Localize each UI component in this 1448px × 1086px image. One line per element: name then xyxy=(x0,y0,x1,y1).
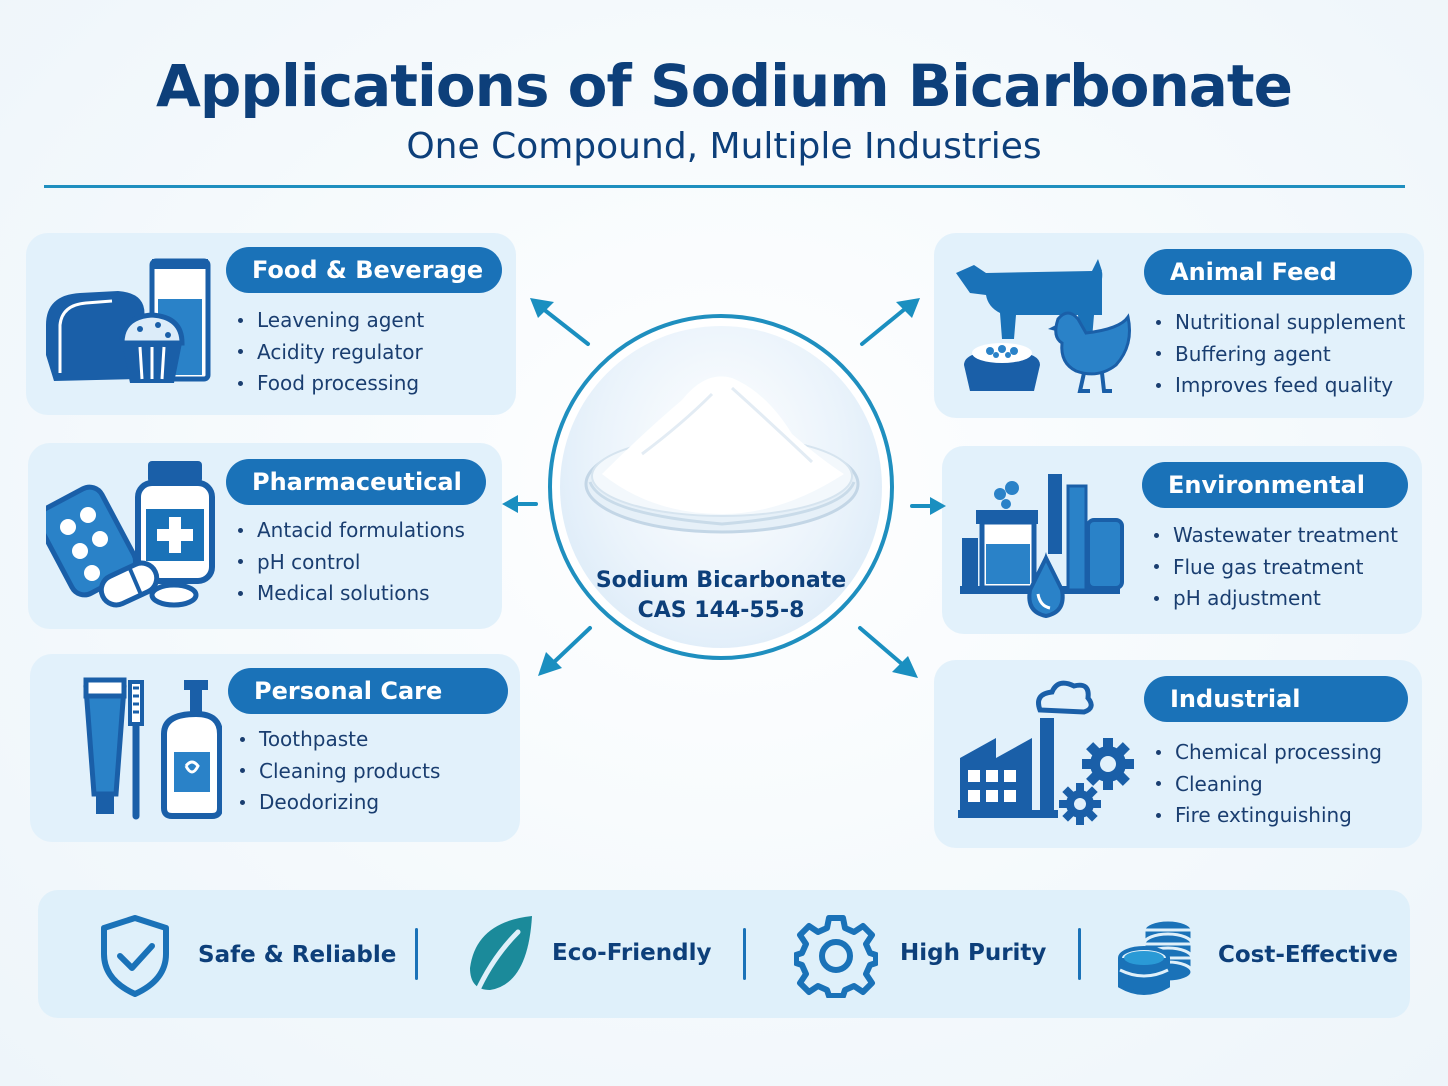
pharmaceutical-list: Antacid formulations pH control Medical … xyxy=(238,515,465,610)
personal-care-icon xyxy=(83,677,222,820)
card-title-industrial: Industrial xyxy=(1144,676,1408,722)
gear-icon xyxy=(794,915,878,998)
arrow-to-food-beverage xyxy=(530,298,590,346)
card-title-pharmaceutical: Pharmaceutical xyxy=(226,459,486,505)
card-title-animal-feed: Animal Feed xyxy=(1144,249,1412,295)
center-compound-circle: Sodium Bicarbonate CAS 144-55-8 xyxy=(548,314,894,660)
list-item: Leavening agent xyxy=(238,305,424,337)
list-item: Deodorizing xyxy=(240,787,440,819)
list-item: pH control xyxy=(238,547,465,579)
animal-feed-list: Nutritional supplement Buffering agent I… xyxy=(1156,307,1405,402)
list-item: Nutritional supplement xyxy=(1156,307,1405,339)
list-item: Improves feed quality xyxy=(1156,370,1405,402)
list-item: Cleaning xyxy=(1156,769,1382,801)
card-industrial: Industrial Chemical processing Cleaning … xyxy=(934,660,1422,848)
list-item: Chemical processing xyxy=(1156,737,1382,769)
food-beverage-list: Leavening agent Acidity regulator Food p… xyxy=(238,305,424,400)
animal-feed-icon xyxy=(956,259,1131,393)
center-cas-number: CAS 144-55-8 xyxy=(637,598,805,623)
card-food-beverage: Food & Beverage Leavening agent Acidity … xyxy=(26,233,516,415)
page-subtitle: One Compound, Multiple Industries xyxy=(406,126,1042,167)
coins-stack-icon xyxy=(1118,918,1194,995)
card-environmental: Environmental Wastewater treatment Flue … xyxy=(942,446,1422,634)
shield-check-icon xyxy=(101,915,169,997)
card-title-food-beverage: Food & Beverage xyxy=(226,247,502,293)
card-personal-care: Personal Care Toothpaste Cleaning produc… xyxy=(30,654,520,842)
personal-care-list: Toothpaste Cleaning products Deodorizing xyxy=(240,724,440,819)
list-item: Medical solutions xyxy=(238,578,465,610)
feature-eco-friendly: Eco-Friendly xyxy=(552,940,712,966)
arrow-to-pharmaceutical xyxy=(502,495,538,513)
feature-divider xyxy=(743,928,746,980)
list-item: Acidity regulator xyxy=(238,337,424,369)
industrial-icon xyxy=(958,680,1134,825)
list-item: pH adjustment xyxy=(1154,583,1398,615)
feature-divider xyxy=(415,928,418,980)
card-title-personal-care: Personal Care xyxy=(228,668,508,714)
feature-safe-reliable: Safe & Reliable xyxy=(198,942,397,968)
list-item: Food processing xyxy=(238,368,424,400)
card-animal-feed: Animal Feed Nutritional supplement Buffe… xyxy=(934,233,1424,418)
arrow-to-environmental xyxy=(910,497,946,515)
list-item: Buffering agent xyxy=(1156,339,1405,371)
features-bar: Safe & Reliable Eco-Friendly High Purity… xyxy=(38,890,1410,1018)
arrow-to-animal-feed xyxy=(860,298,920,346)
environmental-icon xyxy=(960,474,1124,619)
leaf-icon xyxy=(470,916,532,997)
card-title-environmental: Environmental xyxy=(1142,462,1408,508)
pharmaceutical-icon xyxy=(46,461,215,608)
arrow-to-personal-care xyxy=(538,626,592,676)
arrow-to-industrial xyxy=(858,626,918,678)
list-item: Wastewater treatment xyxy=(1154,520,1398,552)
environmental-list: Wastewater treatment Flue gas treatment … xyxy=(1154,520,1398,615)
list-item: Fire extinguishing xyxy=(1156,800,1382,832)
feature-high-purity: High Purity xyxy=(900,940,1047,966)
food-beverage-icon xyxy=(46,258,211,383)
feature-cost-effective: Cost-Effective xyxy=(1218,942,1398,968)
list-item: Antacid formulations xyxy=(238,515,465,547)
list-item: Toothpaste xyxy=(240,724,440,756)
list-item: Flue gas treatment xyxy=(1154,552,1398,584)
title-divider xyxy=(44,185,1405,188)
feature-divider xyxy=(1078,928,1081,980)
list-item: Cleaning products xyxy=(240,756,440,788)
center-compound-name: Sodium Bicarbonate xyxy=(595,568,847,593)
card-pharmaceutical: Pharmaceutical Antacid formulations pH c… xyxy=(28,443,502,629)
industrial-list: Chemical processing Cleaning Fire exting… xyxy=(1156,737,1382,832)
page-title: Applications of Sodium Bicarbonate xyxy=(156,52,1293,120)
powder-dish-icon xyxy=(584,376,860,534)
